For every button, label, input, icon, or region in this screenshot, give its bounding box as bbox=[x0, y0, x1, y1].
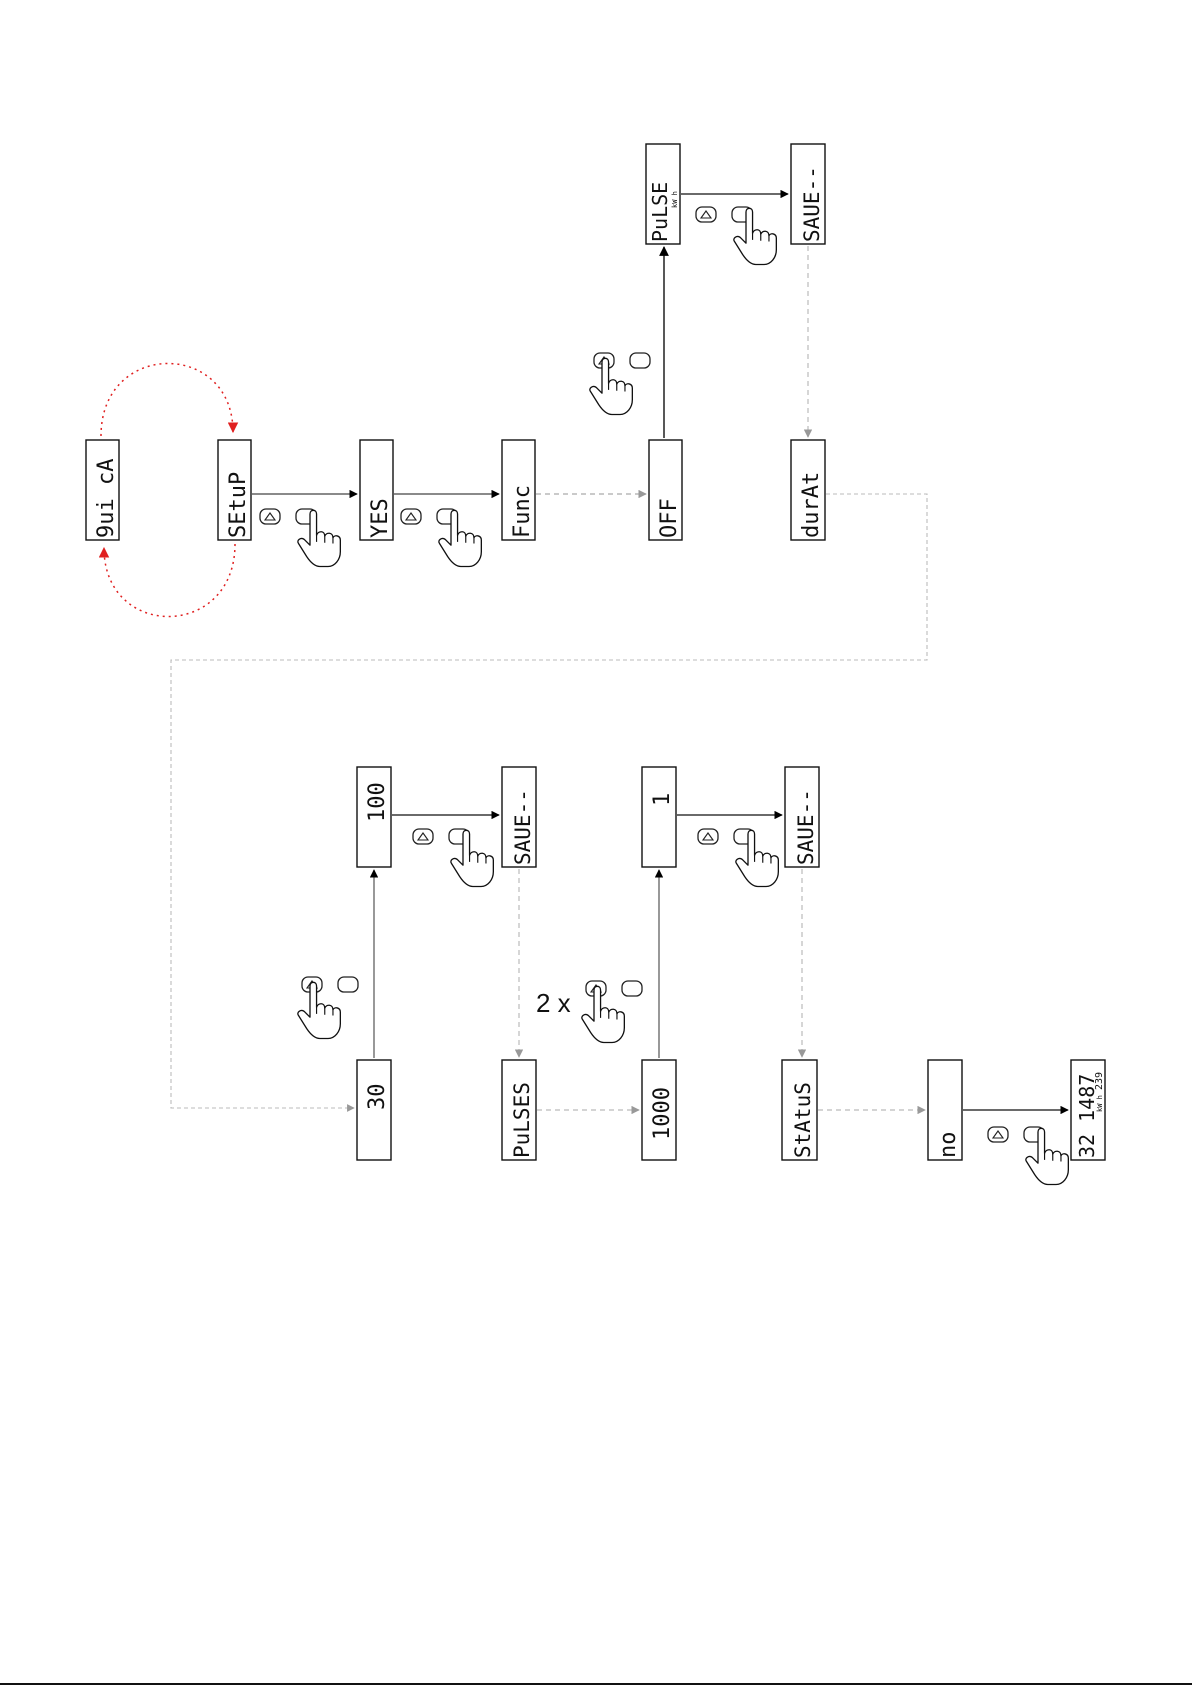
display-save-3: SAUE-- bbox=[785, 767, 819, 867]
display-setup: SEtuP bbox=[218, 440, 251, 540]
buttons-icon bbox=[988, 1127, 1044, 1142]
press-group-yes bbox=[401, 509, 481, 566]
press-group-no bbox=[988, 1127, 1068, 1184]
buttons-icon bbox=[260, 509, 316, 524]
buttons-icon bbox=[696, 207, 752, 222]
buttons-icon bbox=[401, 509, 457, 524]
display-reading-unit: kW h bbox=[1096, 1095, 1104, 1112]
loop-arrow-top bbox=[101, 363, 233, 436]
times-label: 2 x bbox=[536, 988, 571, 1018]
buttons-icon bbox=[413, 829, 469, 844]
display-durat-text: durAt bbox=[799, 472, 824, 538]
display-off: OFF bbox=[649, 440, 682, 540]
display-func: Func bbox=[502, 440, 535, 540]
display-save-2-text: SAUE-- bbox=[511, 789, 535, 865]
display-1: 1 bbox=[642, 767, 676, 867]
press-group-off bbox=[590, 353, 650, 414]
display-save-3-text: SAUE-- bbox=[794, 789, 818, 865]
display-30: 30 bbox=[357, 1060, 391, 1160]
press-group-1 bbox=[698, 829, 778, 886]
display-pulses: PuLSES bbox=[502, 1060, 536, 1160]
display-quick-text: 9ui cA bbox=[94, 459, 119, 538]
display-yes: YES bbox=[360, 440, 393, 540]
buttons-icon bbox=[698, 829, 754, 844]
display-status: StAtuS bbox=[782, 1060, 817, 1160]
display-quick: 9ui cA bbox=[86, 440, 119, 540]
display-yes-text: YES bbox=[368, 498, 393, 538]
display-save-1: SAUE-- bbox=[791, 144, 825, 244]
press-group-30 bbox=[298, 977, 358, 1038]
press-group-100 bbox=[413, 829, 493, 886]
display-pulse: PuLSE kW h bbox=[646, 144, 680, 244]
display-status-text: StAtuS bbox=[791, 1082, 815, 1158]
display-durat: durAt bbox=[791, 440, 825, 540]
display-pulse-text: PuLSE bbox=[648, 182, 672, 242]
display-no: no bbox=[928, 1060, 962, 1160]
display-setup-text: SEtuP bbox=[226, 472, 251, 538]
display-reading-small: 239 bbox=[1094, 1072, 1105, 1090]
press-group-1000 bbox=[582, 981, 642, 1042]
press-group-pulse bbox=[696, 207, 776, 264]
display-100: 100 bbox=[357, 767, 391, 867]
display-save-2: SAUE-- bbox=[502, 767, 536, 867]
display-1-text: 1 bbox=[650, 793, 675, 806]
display-no-text: no bbox=[936, 1132, 961, 1159]
display-pulses-text: PuLSES bbox=[510, 1082, 534, 1158]
display-30-text: 30 bbox=[365, 1084, 390, 1111]
display-pulse-unit: kW h bbox=[671, 191, 679, 208]
display-save-1-text: SAUE-- bbox=[800, 166, 824, 242]
display-off-text: OFF bbox=[657, 498, 682, 538]
press-group-setup bbox=[260, 509, 340, 566]
display-1000: 1000 bbox=[642, 1060, 676, 1160]
loop-arrow-bottom bbox=[104, 544, 235, 617]
display-reading: 32 1487 239 kW h bbox=[1071, 1060, 1105, 1160]
display-1000-text: 1000 bbox=[650, 1087, 675, 1140]
display-100-text: 100 bbox=[365, 782, 390, 822]
display-func-text: Func bbox=[510, 485, 535, 538]
